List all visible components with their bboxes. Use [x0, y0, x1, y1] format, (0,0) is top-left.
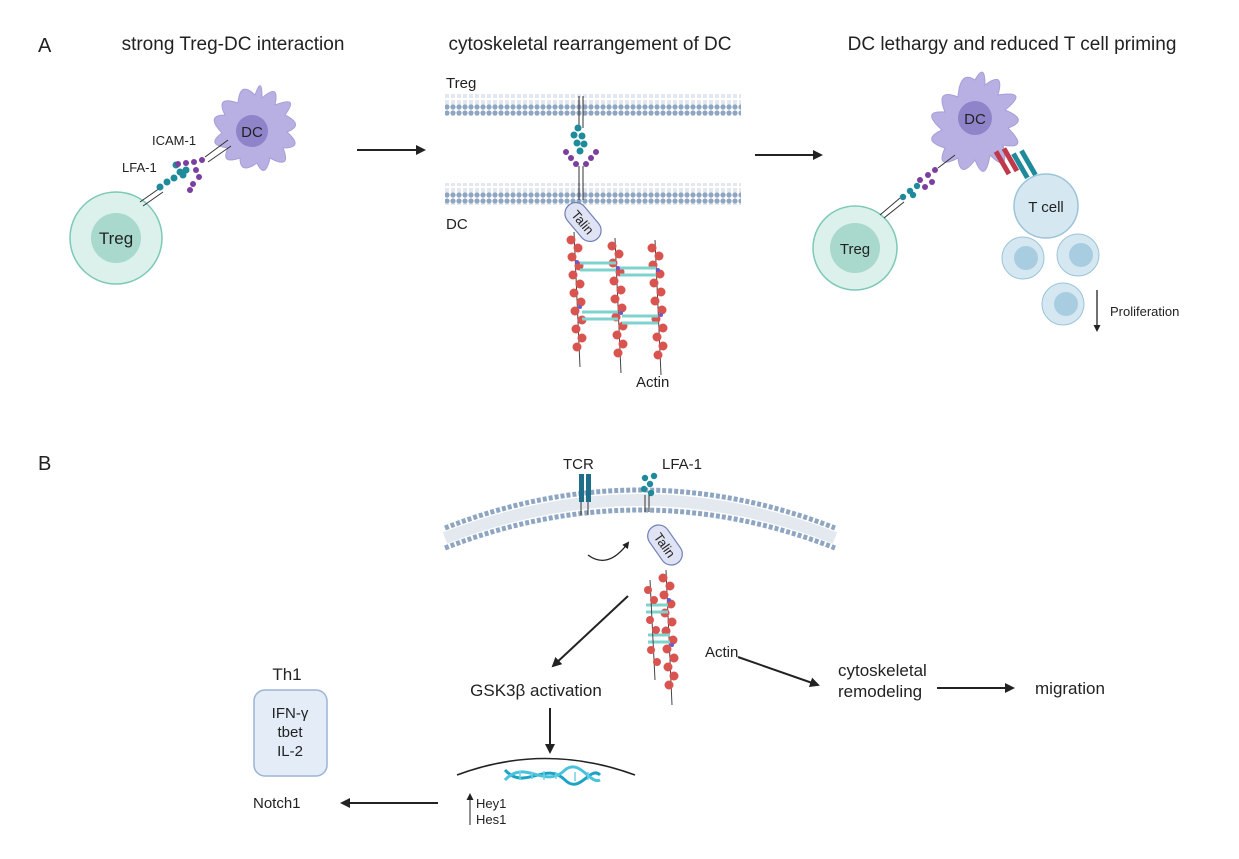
- panel-b-letter: B: [38, 453, 51, 475]
- arrow-to-gsk: [551, 595, 629, 668]
- dc-label: DC: [241, 124, 263, 141]
- treg-cell: Treg: [69, 191, 163, 285]
- dna-icon: [503, 765, 602, 786]
- treg-membrane: [445, 94, 741, 116]
- proliferation-label: Proliferation: [1110, 304, 1179, 319]
- lfa1-icam1-complex: [563, 96, 599, 200]
- remodeling-label-2: remodeling: [838, 682, 922, 701]
- t-cell: T cell: [1013, 173, 1079, 239]
- tcr-receptor: [579, 474, 591, 515]
- lfa1-receptor: [640, 472, 658, 512]
- dc-membrane-label: DC: [446, 216, 468, 233]
- remodeling-label-1: cytoskeletal: [838, 661, 927, 680]
- step3-title: DC lethargy and reduced T cell priming: [848, 34, 1177, 55]
- actin-label: Actin: [636, 374, 669, 391]
- treg-cell-3: Treg: [812, 205, 898, 291]
- talin-protein-b: Talin: [647, 524, 683, 566]
- lfa1-icam1-bond: [139, 139, 232, 207]
- t-cell-membrane: [442, 487, 838, 551]
- th1-box: [253, 689, 328, 777]
- step1-title: strong Treg-DC interaction: [122, 34, 345, 55]
- tcell-label: T cell: [1028, 199, 1064, 216]
- th1-title: Th1: [272, 665, 301, 684]
- tcr-mhc-complex: [993, 147, 1038, 180]
- activation-arrow: [587, 541, 630, 561]
- arrow-to-remodeling: [737, 656, 820, 688]
- th1-item: tbet: [277, 724, 303, 741]
- panel-a-letter: A: [38, 35, 52, 57]
- dc-label-3: DC: [964, 111, 986, 128]
- dc-membrane: [445, 183, 741, 205]
- hes1-label: Hes1: [476, 812, 506, 827]
- treg-label-3: Treg: [840, 241, 870, 258]
- hey1-label: Hey1: [476, 796, 506, 811]
- actin-network-b: [644, 569, 679, 706]
- treg-dc-bond-3: [879, 154, 956, 219]
- tcr-label: TCR: [563, 456, 594, 473]
- lethargic-dc: DC: [931, 71, 1019, 172]
- dc-cell: DC: [213, 85, 296, 171]
- proliferating-t-cells: [1001, 233, 1100, 326]
- treg-membrane-label: Treg: [446, 75, 476, 92]
- gsk3b-label: GSK3β activation: [470, 681, 602, 700]
- migration-label: migration: [1035, 679, 1105, 698]
- notch1-label: Notch1: [253, 795, 301, 812]
- actin-network: [566, 231, 668, 376]
- lfa1-label-b: LFA-1: [662, 456, 702, 473]
- actin-label-b: Actin: [705, 644, 738, 661]
- nuclear-membrane: [456, 757, 636, 776]
- lfa1-label: LFA-1: [122, 160, 157, 175]
- treg-label: Treg: [99, 229, 133, 248]
- step2-title: cytoskeletal rearrangement of DC: [448, 34, 731, 55]
- th1-item: IL-2: [277, 743, 303, 760]
- icam1-label: ICAM-1: [152, 133, 196, 148]
- th1-item: IFN-γ: [272, 705, 309, 722]
